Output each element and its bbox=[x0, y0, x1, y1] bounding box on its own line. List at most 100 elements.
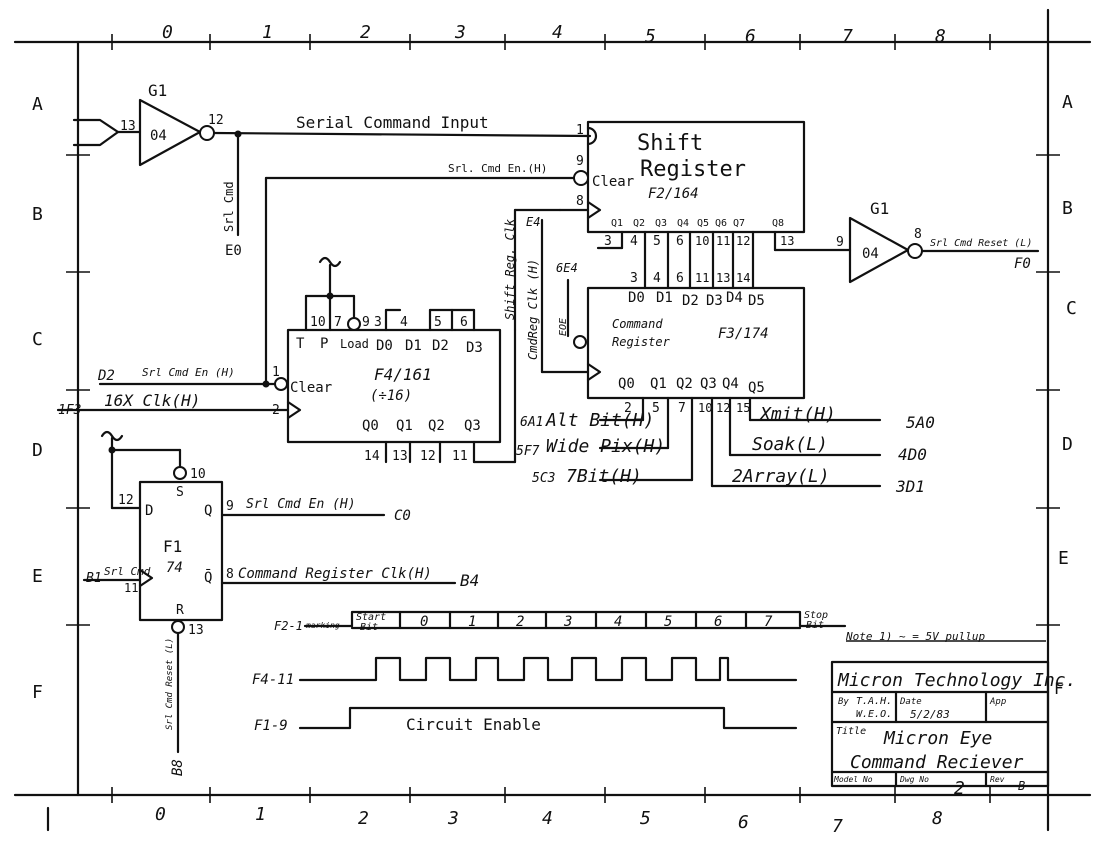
revision: B bbox=[1018, 779, 1025, 793]
field-label: App bbox=[989, 697, 1006, 707]
off-sheet-ref: B1 bbox=[86, 571, 102, 586]
pin-label: Q0 bbox=[362, 418, 379, 434]
bit-label: 3 bbox=[563, 614, 572, 630]
pin-label: Load bbox=[340, 337, 369, 351]
row-label-right: B bbox=[1062, 198, 1073, 219]
pin-number: 5 bbox=[652, 401, 660, 416]
off-sheet-ref: E4 bbox=[526, 215, 540, 229]
start-label: Start bbox=[356, 612, 386, 623]
pin-number: 12 bbox=[736, 234, 750, 248]
row-label-right: A bbox=[1062, 92, 1073, 113]
pin-label: Q0 bbox=[618, 376, 635, 392]
block-title: Register bbox=[640, 157, 746, 182]
pin-label: D2 bbox=[682, 293, 699, 309]
pin-number: 14 bbox=[736, 271, 750, 285]
row-label-left: F bbox=[32, 682, 43, 703]
pin-number: 15 bbox=[736, 401, 750, 415]
pin-number: 13 bbox=[120, 119, 136, 134]
col-label-bottom: 1 bbox=[255, 804, 266, 825]
inverter-g1-a: G1 04 13 12 bbox=[120, 81, 224, 167]
col-label-bottom: 0 bbox=[155, 804, 166, 825]
col-label-bottom: 7 bbox=[832, 816, 843, 837]
row-label-left: B bbox=[32, 204, 43, 225]
stop-label: Bit bbox=[806, 620, 824, 631]
pin-label: Q3 bbox=[700, 376, 717, 392]
off-sheet-ref: 4D0 bbox=[898, 445, 927, 464]
bit-label: 2 bbox=[516, 614, 524, 630]
bit-label: 6 bbox=[714, 614, 722, 630]
drawing-title: Micron Eye bbox=[883, 728, 992, 749]
pin-label: D0 bbox=[376, 338, 393, 354]
off-sheet-ref: F0 bbox=[1014, 256, 1031, 272]
output-label: Soak(L) bbox=[752, 434, 828, 455]
shift-register-f2: Shift Register F2/164 Clear 1 9 8 Q1 Q2 … bbox=[558, 120, 806, 290]
pin-number: 1 bbox=[576, 123, 584, 138]
field-label: Model No bbox=[833, 775, 873, 784]
pin-number: 9 bbox=[576, 154, 584, 169]
drawing-note: Note 1) ~ = 5V pullup bbox=[845, 630, 985, 643]
net-label: Command Register Clk(H) bbox=[238, 566, 432, 582]
pin-number: 8 bbox=[576, 194, 584, 209]
field-label: Date bbox=[899, 697, 922, 707]
pin-number: 9 bbox=[836, 235, 844, 250]
pin-label: D1 bbox=[656, 290, 673, 306]
pin-number: 11 bbox=[695, 271, 709, 285]
pin-label: D0 bbox=[628, 290, 645, 306]
drawing-title: Command Reciever bbox=[850, 752, 1024, 773]
pin-label: Q8 bbox=[772, 218, 784, 229]
net-label: Srl Cmd Reset (L) bbox=[165, 638, 175, 730]
pin-number: 10 bbox=[695, 234, 709, 248]
pin-number: 12 bbox=[716, 401, 730, 415]
pin-label: D5 bbox=[748, 293, 765, 309]
off-sheet-ref: B8 bbox=[170, 759, 186, 776]
pin-label: S bbox=[176, 485, 184, 500]
col-label-top: 7 bbox=[842, 26, 853, 47]
pin-number: 3 bbox=[630, 271, 638, 286]
off-sheet-ref: C0 bbox=[394, 508, 411, 524]
pin-label: Q5 bbox=[697, 218, 709, 229]
pin-number: 10 bbox=[190, 467, 206, 482]
pin-number: 6 bbox=[676, 234, 684, 249]
net-label: 16X Clk(H) bbox=[104, 391, 200, 410]
pin-number: 8 bbox=[914, 227, 922, 242]
bit-label: 1 bbox=[468, 614, 476, 630]
counter-f4: 10 7 9 3 4 5 6 T P Load D0 D1 D2 D3 F4/1… bbox=[272, 256, 517, 464]
pin-number: 11 bbox=[124, 581, 138, 595]
pin-number: 13 bbox=[188, 623, 204, 638]
net-label: Srl Cmd bbox=[104, 565, 151, 578]
gate-name: G1 bbox=[870, 199, 889, 218]
off-sheet-ref: D2 bbox=[97, 368, 115, 384]
pin-label: D4 bbox=[726, 290, 743, 306]
col-label-top: 4 bbox=[552, 22, 563, 43]
timing-diagram: F2-1 marking Start Bit 0 1 2 3 4 5 6 7 S… bbox=[252, 610, 847, 734]
col-label-bottom: 8 bbox=[932, 808, 943, 829]
counter-input-nets: D2 Srl Cmd En (H) 1F3 16X Clk(H) bbox=[56, 366, 290, 418]
bit-label: 0 bbox=[420, 614, 428, 630]
net-label: Srl Cmd En (H) bbox=[142, 366, 235, 379]
pin-label: Clear bbox=[592, 174, 634, 190]
part-number: F4/161 bbox=[374, 365, 432, 384]
pin-label: Q1 bbox=[396, 418, 413, 434]
block-title: Command bbox=[612, 317, 663, 331]
col-label-top: 6 bbox=[745, 26, 756, 47]
block-title: Register bbox=[612, 335, 671, 349]
col-label-top: 5 bbox=[645, 26, 656, 47]
pin-number: 9 bbox=[226, 499, 234, 514]
enable-label: Circuit Enable bbox=[406, 715, 541, 734]
pin-label: R bbox=[176, 603, 184, 618]
pin-label: Q4 bbox=[722, 376, 739, 392]
input-connector bbox=[72, 118, 142, 147]
drawing-number: 2 bbox=[954, 778, 965, 799]
pin-label: Q7 bbox=[733, 218, 745, 229]
pin-number: 12 bbox=[208, 113, 224, 128]
col-label-bottom: 3 bbox=[447, 808, 459, 829]
net-label: Srl Cmd Reset (L) bbox=[930, 238, 1032, 249]
pin-label: D2 bbox=[432, 338, 449, 354]
pin-label: D bbox=[145, 503, 153, 519]
row-label-right: E bbox=[1058, 548, 1069, 569]
clock-nets: Shift Reg. Clk E4 CmdReg Clk (H) 6E4 EOE bbox=[503, 208, 590, 374]
row-label-right: F bbox=[1054, 679, 1064, 698]
pin-number: 11 bbox=[716, 234, 730, 248]
field-label: By bbox=[838, 697, 849, 707]
